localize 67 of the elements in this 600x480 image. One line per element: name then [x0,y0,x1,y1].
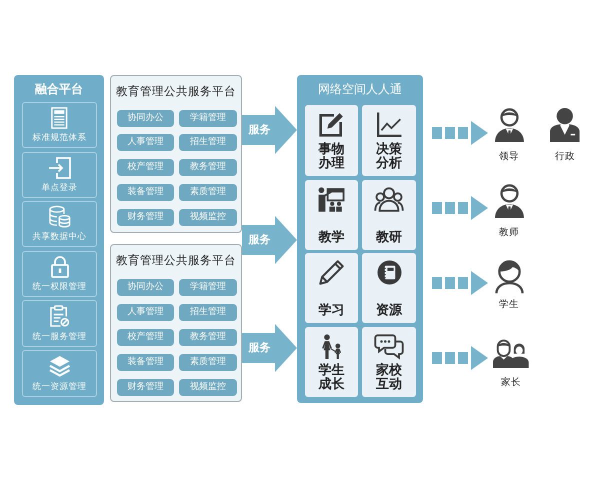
module-pill: 素质管理 [179,354,237,371]
tile-label: 家校互动 [375,364,403,392]
panel-title: 融合平台 [34,82,84,96]
module-label: 统一服务管理 [32,332,88,342]
panel-title: 网络空间人人通 [317,82,403,96]
module-card [22,350,97,397]
module-pill: 教务管理 [179,159,237,176]
module-pill: 财务管理 [117,209,174,226]
module-card [22,102,97,148]
platform-panel [297,75,423,403]
module-pill: 人事管理 [117,304,174,321]
module-pill: 招生管理 [179,134,237,151]
tile-label: 教学 [317,231,346,245]
feature-tile [305,253,358,323]
module-pill: 装备管理 [117,184,174,201]
module-pill: 校产管理 [117,329,174,346]
module-label: 标准规范体系 [32,133,88,143]
module-pill: 人事管理 [117,134,174,151]
module-card [22,300,97,347]
module-pill: 校产管理 [117,159,174,176]
module-card [22,152,97,198]
tile-label: 事物办理 [317,143,346,171]
module-pill: 教务管理 [179,329,237,346]
module-pill: 财务管理 [117,379,174,396]
tile-label: 学习 [318,304,346,318]
module-card [22,201,97,247]
module-label: 统一资源管理 [32,382,88,392]
feature-tile [362,180,416,250]
module-card [22,251,97,297]
platform-panel [14,75,104,405]
edge-label: 服务 [248,341,270,355]
module-pill: 协同办公 [117,110,174,127]
block-arrow [242,324,297,372]
block-arrow [242,106,297,154]
module-pill: 招生管理 [179,304,237,321]
role-label: 家长 [500,377,522,388]
module-pill: 学籍管理 [179,279,237,296]
feature-tile [362,105,416,176]
block-arrow [242,216,297,264]
platform-title: 教育管理公共服务平台 [115,253,237,267]
tile-label: 学生成长 [317,364,346,392]
module-pill: 学籍管理 [179,110,237,127]
platform-box [110,244,242,402]
edge-label: 服务 [248,233,270,247]
role-label: 学生 [498,299,520,310]
feature-tile [362,327,416,397]
platform-title: 教育管理公共服务平台 [115,84,237,98]
feature-tile [305,180,358,250]
module-label: 统一权限管理 [32,282,88,292]
tile-label: 资源 [375,304,404,318]
feature-tile [305,105,358,176]
platform-box [110,75,242,233]
module-pill: 视频监控 [179,379,237,396]
module-label: 单点登录 [40,183,78,193]
module-pill: 素质管理 [179,184,237,201]
role-label: 领导 [498,151,520,162]
module-pill: 装备管理 [117,354,174,371]
module-label: 共享数据中心 [32,232,88,242]
edge-label: 服务 [248,123,270,137]
role-label: 行政 [554,151,576,162]
tile-label: 决策分析 [374,143,403,171]
feature-tile [362,253,416,323]
role-label: 教师 [498,227,520,238]
feature-tile [305,327,358,397]
module-pill: 协同办公 [117,279,174,296]
module-pill: 视频监控 [179,209,237,226]
tile-label: 教研 [374,231,403,245]
